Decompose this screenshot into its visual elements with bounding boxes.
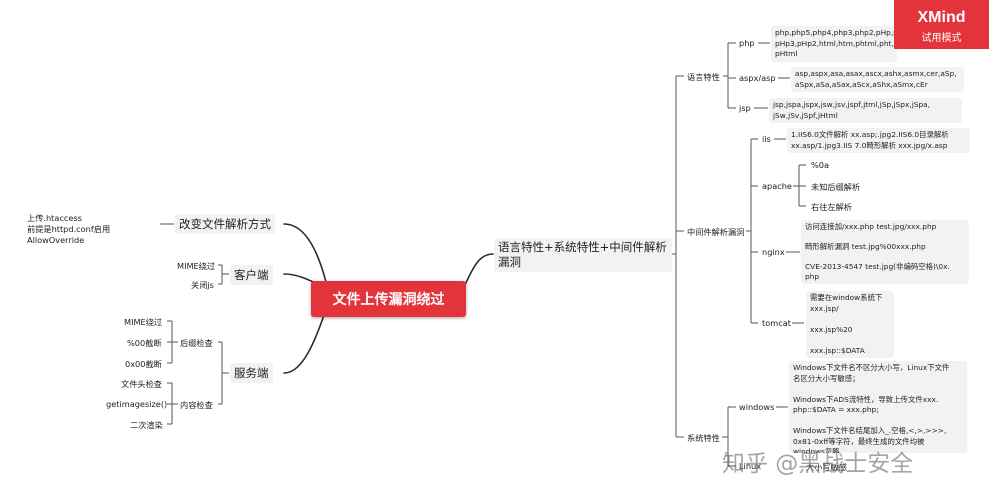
edge-system-items <box>722 406 736 467</box>
topic-features[interactable]: 语言特性+系统特性+中间件解析漏洞 <box>494 238 672 272</box>
watermark: 知乎 @黑战士安全 <box>722 451 914 477</box>
topic-server[interactable]: 服务端 <box>230 363 273 383</box>
xmind-logo-text: XMind <box>917 9 966 26</box>
edge-server-sub <box>218 341 229 405</box>
topic-language[interactable]: 语言特性 <box>687 72 720 82</box>
edge-suffix-items <box>167 320 178 364</box>
edge-central-change <box>283 223 327 283</box>
sys-windows-details: Windows下文件名不区分大小写，Linux下文件 名区分大小写敏感； Win… <box>789 361 967 453</box>
edge-main-categories <box>670 75 684 438</box>
mw-iis-details: 1.IIS6.0文件解析 xx.asp;.jpg2.IIS6.0目录解析 xx.… <box>787 128 970 153</box>
topic-suffix-check[interactable]: 后缀检查 <box>180 338 213 348</box>
mw-tomcat-details: 需要在window系统下 xxx.jsp/ xxx.jsp%20 xxx.jsp… <box>806 291 894 358</box>
central-topic[interactable]: 文件上传漏洞绕过 <box>311 281 466 317</box>
lang-aspx-suffixes: asp,aspx,asa,asax,ascx,ashx,asmx,cer,aSp… <box>791 67 964 92</box>
apache-item-0a[interactable]: %0a <box>811 160 830 170</box>
edge-middleware-items <box>746 138 758 324</box>
client-item-js[interactable]: 关闭js <box>191 280 214 290</box>
mw-tomcat[interactable]: tomcat <box>762 318 791 328</box>
topic-change-parse[interactable]: 改变文件解析方式 <box>175 214 275 234</box>
edge-lang-items <box>723 42 736 109</box>
mw-nginx-details: 访问连接加/xxx.php test.jpg/xxx.php 畸形解析漏洞 te… <box>801 220 969 284</box>
xmind-trial-badge[interactable]: XMind 试用模式 <box>894 0 989 49</box>
mw-nginx[interactable]: nginx <box>762 247 785 257</box>
content-item-getimagesize[interactable]: getimagesize() <box>106 399 168 409</box>
topic-content-check[interactable]: 内容检查 <box>180 400 213 410</box>
edge-content-items <box>167 382 178 425</box>
edge-central-server <box>283 314 325 374</box>
topic-system[interactable]: 系统特性 <box>687 433 720 443</box>
trial-mode-label: 试用模式 <box>921 33 962 44</box>
note-htaccess: 上传.htaccess 前提是httpd.conf启用AllowOverride <box>27 213 111 245</box>
sys-linux[interactable]: Linux <box>739 461 762 471</box>
mw-apache[interactable]: apache <box>762 181 792 191</box>
lang-aspx[interactable]: aspx/asp <box>739 73 776 83</box>
lang-php[interactable]: php <box>739 38 755 48</box>
topic-client[interactable]: 客户端 <box>230 265 273 285</box>
suffix-item-00[interactable]: %00截断 <box>127 338 162 348</box>
apache-item-right-to-left[interactable]: 右往左解析 <box>811 202 852 212</box>
lang-jsp-suffixes: jsp,jspa,jspx,jsw,jsv,jspf,jtml,jSp,jSpx… <box>769 98 962 123</box>
client-item-mime[interactable]: MIME绕过 <box>177 261 216 271</box>
suffix-item-0x00[interactable]: 0x00截断 <box>125 359 162 369</box>
topic-middleware[interactable]: 中间件解析漏洞 <box>687 227 745 237</box>
lang-php-suffixes: php,php5,php4,php3,php2,pHp,pHp5,pHp4, p… <box>771 26 897 62</box>
lang-jsp[interactable]: jsp <box>739 103 751 113</box>
content-item-header[interactable]: 文件头检查 <box>121 379 162 389</box>
sys-linux-details: 大小写敏感 <box>806 462 847 472</box>
edge-central-right <box>463 253 494 288</box>
mw-iis[interactable]: iis <box>762 134 771 144</box>
sys-windows[interactable]: windows <box>739 402 775 412</box>
edge-client-items <box>218 264 229 285</box>
suffix-item-mime[interactable]: MIME绕过 <box>124 317 163 327</box>
content-item-rerender[interactable]: 二次渲染 <box>130 420 163 430</box>
apache-item-unknown-suffix[interactable]: 未知后缀解析 <box>811 182 861 192</box>
